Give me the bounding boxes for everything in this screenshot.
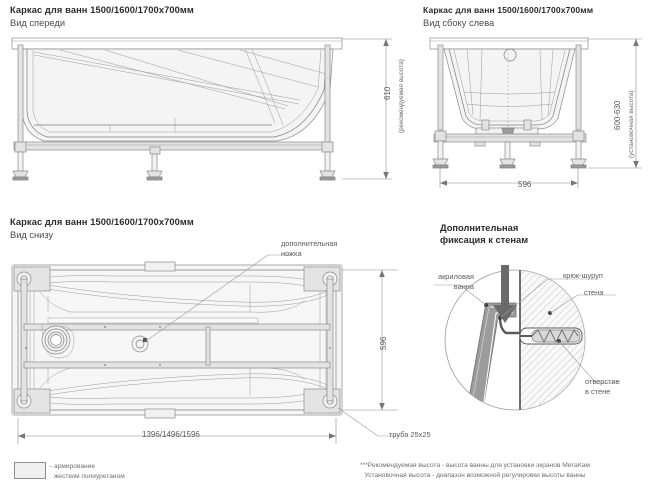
front-view-title: Каркас для ванн 1500/1600/1700х700мм: [10, 5, 194, 15]
front-view-drawing: [0, 30, 400, 181]
legend-label-line1: - армирование: [50, 463, 96, 470]
wall-fixation-title-line1: Дополнительная: [440, 223, 519, 233]
side-view-svg: [429, 37, 642, 188]
wall-fixation-hook-callout: крюк-шуруп: [563, 271, 603, 280]
side-view-drawing: [420, 30, 650, 195]
footer-note-line1: ***Рекомендуемая высота - высота ванны д…: [360, 462, 590, 469]
side-view-height-dim-note: (установочная высота): [628, 90, 635, 158]
wall-fixation-title-block: Дополнительная фиксация к стенам: [440, 222, 528, 246]
legend-label: - армирование жестким полиуретаном: [50, 462, 125, 481]
side-view-width-dim-value: 596: [518, 180, 532, 189]
front-view-subtitle: Вид спереди: [10, 18, 66, 28]
footer-note-line2: Установочная высота - диапазон возможной…: [364, 472, 586, 479]
wall-fixation-hole-callout-line2: в стене: [585, 387, 611, 396]
side-view-subtitle: Вид сбоку слева: [423, 18, 495, 28]
front-view-height-dim-note: (рекомендуемая высота): [398, 59, 405, 133]
wall-fixation-wall-callout: стена: [584, 288, 604, 297]
wall-fixation-svg: [434, 265, 620, 411]
bottom-view-pipe-callout: труба 25х25: [389, 430, 431, 439]
bottom-view-width-dim-value: 596: [379, 336, 388, 350]
footer-notes: ***Рекомендуемая высота - высота ванны д…: [305, 461, 645, 481]
wall-fixation-tub-callout-line2: ванна: [453, 282, 474, 291]
wall-fixation-hole-callout: отверстие в стене: [585, 377, 620, 397]
bottom-view-length-dim-value: 1396/1496/1596: [142, 430, 200, 439]
front-view-svg: [11, 37, 392, 181]
bottom-view-title-block: Каркас для ванн 1500/1600/1700х700мм Вид…: [10, 216, 194, 242]
bottom-view-drawing: [0, 240, 420, 450]
bottom-view-svg: [11, 254, 400, 444]
legend-swatch: [14, 462, 46, 479]
bottom-view-subtitle: Вид снизу: [10, 230, 54, 240]
bottom-view-extra-leg-callout-line1: дополнительная: [281, 239, 338, 248]
side-view-title-block: Каркас для ванн 1500/1600/1700х700мм Вид…: [423, 4, 593, 30]
legend-label-line2: жестким полиуретаном: [54, 472, 125, 480]
side-view-height-dim-value: 600-630: [613, 100, 622, 130]
bottom-view-title: Каркас для ванн 1500/1600/1700х700мм: [10, 217, 194, 227]
wall-fixation-title-line2: фиксация к стенам: [440, 235, 529, 245]
wall-fixation-drawing: [420, 255, 650, 430]
front-view-height-dim-value: 610: [383, 86, 392, 100]
bottom-view-extra-leg-callout: дополнительная ножка: [281, 239, 337, 259]
wall-fixation-tub-callout: акриловая ванна: [419, 272, 474, 292]
front-view-title-block: Каркас для ванн 1500/1600/1700х700мм Вид…: [10, 4, 194, 30]
side-view-title: Каркас для ванн 1500/1600/1700х700мм: [423, 5, 594, 15]
wall-fixation-hole-callout-line1: отверстие: [585, 377, 620, 386]
bottom-view-extra-leg-callout-line2: ножка: [281, 249, 302, 258]
wall-fixation-tub-callout-line1: акриловая: [437, 272, 474, 281]
